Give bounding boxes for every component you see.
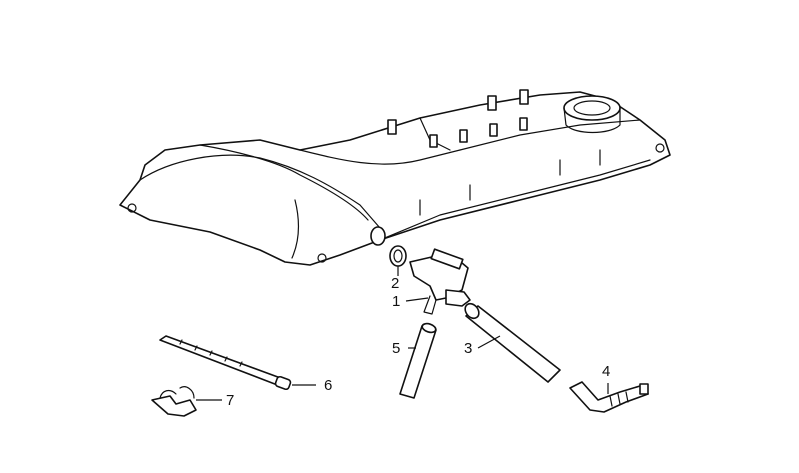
callout-2: 2 bbox=[391, 275, 400, 292]
cable-tie bbox=[159, 335, 292, 391]
callout-5: 5 bbox=[392, 340, 401, 357]
callout-7: 7 bbox=[226, 392, 235, 409]
callout-6: 6 bbox=[324, 377, 333, 394]
leader-1 bbox=[405, 297, 429, 302]
callout-4: 4 bbox=[602, 363, 611, 380]
callout-3: 3 bbox=[464, 340, 473, 357]
hose-3 bbox=[464, 302, 561, 383]
callout-1: 1 bbox=[392, 293, 401, 310]
cylinder-head-cover bbox=[119, 89, 671, 266]
vent-valve bbox=[409, 248, 471, 315]
elbow-connector bbox=[569, 381, 649, 413]
hose-5 bbox=[399, 322, 437, 399]
hose-clip bbox=[151, 386, 197, 417]
leader-3 bbox=[477, 335, 501, 349]
o-ring bbox=[389, 245, 407, 267]
